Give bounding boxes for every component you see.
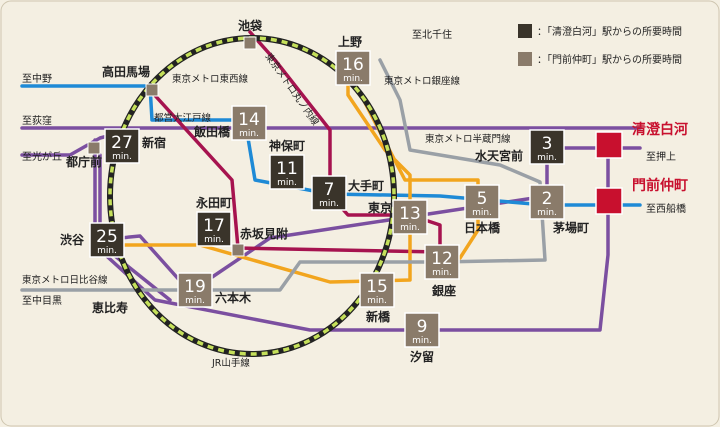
dir-label-nishifunabashi: 至西船橋 <box>646 202 686 215</box>
home-name-kiyosumi: 清澄白河 <box>632 121 688 138</box>
time-value: 5 <box>477 189 488 209</box>
time-box-tokyo: 13 min. <box>392 199 428 235</box>
line-label-oedo: 都営大江戸線 <box>154 112 212 124</box>
station-suitengumae: 水天宮前 <box>475 148 523 163</box>
tozai-line <box>20 84 642 207</box>
time-unit: min. <box>185 296 205 306</box>
time-box-shibuya: 25 min. <box>89 222 125 258</box>
time-box-nihombashi: 5 min. <box>464 184 500 220</box>
dir-label-nakano: 至中野 <box>22 72 52 85</box>
time-box-nagatacho: 17 min. <box>196 211 232 247</box>
time-value: 14 <box>238 110 260 130</box>
time-box-jimbocho: 11 min. <box>269 154 305 190</box>
home-marker-kiyosumi <box>595 131 623 159</box>
time-unit: min. <box>239 129 259 139</box>
marker-akasakamitsuke <box>231 243 245 257</box>
line-label-ginza: 東京メトロ銀座線 <box>384 75 461 87</box>
station-akasakamitsuke: 赤坂見附 <box>240 226 288 241</box>
station-ueno: 上野 <box>338 34 362 49</box>
time-value: 2 <box>542 189 553 209</box>
time-unit: min. <box>112 152 132 162</box>
time-value: 7 <box>324 180 335 200</box>
time-box-iidabashi: 14 min. <box>231 105 267 141</box>
marker-ikebukuro <box>243 36 257 50</box>
time-value: 15 <box>366 277 388 297</box>
time-unit: min. <box>412 336 432 346</box>
line-label-yamanote: JR山手線 <box>211 357 250 369</box>
legend-swatch-kiyosumi <box>518 24 532 38</box>
time-value: 3 <box>542 134 553 154</box>
station-nagatacho: 永田町 <box>195 195 232 210</box>
time-unit: min. <box>204 235 224 245</box>
home-name-monzen: 門前仲町 <box>632 177 688 194</box>
station-shinjuku: 新宿 <box>142 135 166 150</box>
time-box-shiodome: 9 min. <box>404 312 440 348</box>
station-tochomae: 都庁前 <box>65 154 102 169</box>
station-ebisu: 恵比寿 <box>92 300 128 315</box>
dir-label-oshiage: 至押上 <box>646 150 676 163</box>
time-unit: min. <box>367 296 387 306</box>
time-box-roppongi: 19 min. <box>177 272 213 308</box>
time-unit: min. <box>432 268 452 278</box>
station-takadanobaba: 高田馬場 <box>102 64 150 79</box>
time-value: 27 <box>111 133 133 153</box>
time-value: 19 <box>184 277 206 297</box>
station-roppongi: 六本木 <box>215 290 252 305</box>
time-unit: min. <box>537 208 557 218</box>
dir-label-ogikubo: 至荻窪 <box>22 114 52 127</box>
time-unit: min. <box>97 246 117 256</box>
station-jimbocho: 神保町 <box>269 138 305 153</box>
station-shimbashi: 新橋 <box>366 309 391 324</box>
dir-label-hikarigaoka: 至光が丘 <box>22 150 62 163</box>
marker-takadanobaba <box>145 83 159 97</box>
legend-swatch-monzen <box>518 52 532 66</box>
station-shibuya: 渋谷 <box>60 232 85 247</box>
time-box-kayabacho: 2 min. <box>529 184 565 220</box>
time-unit: min. <box>400 223 420 233</box>
time-value: 9 <box>417 317 428 337</box>
line-label-tozai: 東京メトロ東西線 <box>172 73 249 85</box>
station-iidabashi: 飯田橋 <box>193 124 231 139</box>
line-label-hibiya: 東京メトロ日比谷線 <box>22 274 108 286</box>
dir-label-kitasenju: 至北千住 <box>412 28 452 41</box>
time-unit: min. <box>537 153 557 163</box>
time-box-otemachi: 7 min. <box>311 175 347 211</box>
time-unit: min. <box>277 178 297 188</box>
time-unit: min. <box>343 74 363 84</box>
dir-label-nakameguro: 至中目黒 <box>22 294 62 307</box>
legend-text-monzen: ：「門前仲町」駅からの所要時間 <box>537 53 682 66</box>
hibiya-line <box>20 58 547 292</box>
station-otemachi: 大手町 <box>348 178 384 193</box>
time-value: 12 <box>431 249 453 269</box>
time-value: 16 <box>342 55 364 75</box>
station-shiodome: 汐留 <box>410 349 434 364</box>
home-marker-monzen <box>595 187 623 215</box>
line-label-hanzomon: 東京メトロ半蔵門線 <box>425 133 511 145</box>
time-value: 11 <box>276 159 298 179</box>
time-box-shimbashi: 15 min. <box>359 272 395 308</box>
time-value: 13 <box>399 204 421 224</box>
station-ikebukuro: 池袋 <box>238 18 263 33</box>
time-unit: min. <box>319 199 339 209</box>
time-value: 17 <box>203 216 225 236</box>
time-value: 25 <box>96 227 118 247</box>
time-box-suitengumae: 3 min. <box>529 129 565 165</box>
time-box-ginza: 12 min. <box>424 244 460 280</box>
time-box-ueno: 16 min. <box>335 50 371 86</box>
legend-text-kiyosumi: ：「清澄白河」駅からの所要時間 <box>537 25 682 38</box>
time-box-shinjuku: 27 min. <box>104 128 140 164</box>
station-ginza: 銀座 <box>431 283 456 298</box>
station-kayabacho: 茅場町 <box>553 220 589 235</box>
station-tokyo: 東京 <box>368 200 392 215</box>
marker-tochomae <box>87 141 101 155</box>
time-unit: min. <box>472 208 492 218</box>
station-nihombashi: 日本橋 <box>464 220 501 235</box>
